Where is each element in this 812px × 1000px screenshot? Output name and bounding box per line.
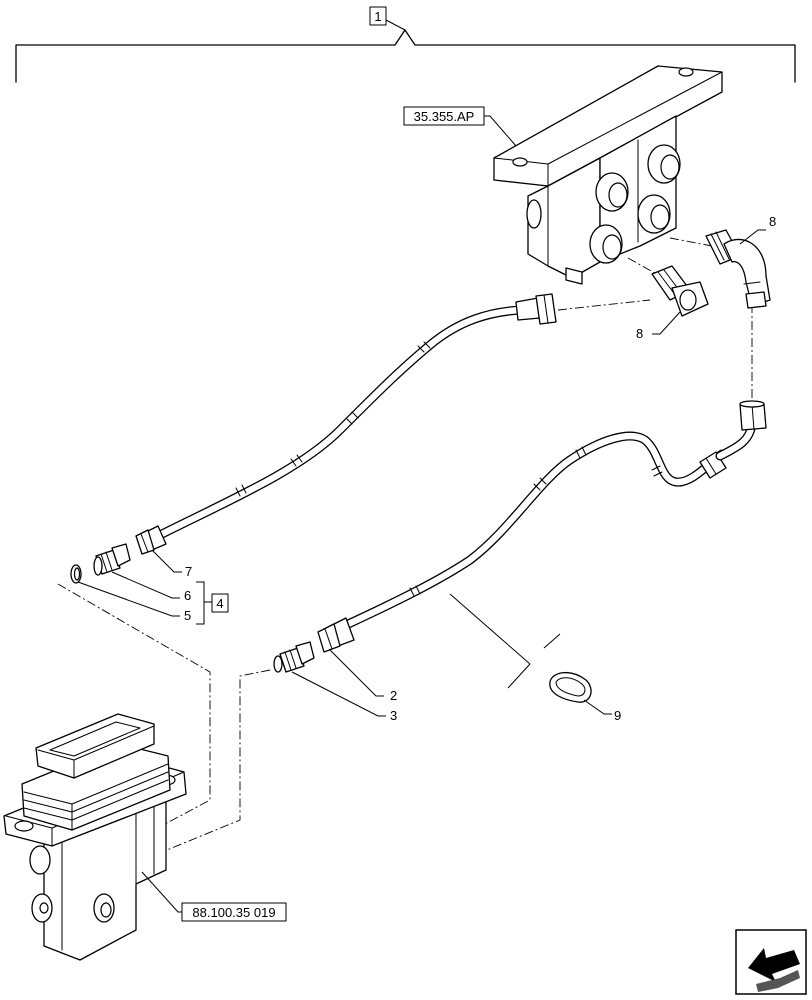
reference-valve-block[interactable]: 35.355.AP [403, 106, 517, 147]
callout-clamp[interactable]: 9 [583, 699, 621, 723]
elbow-fitting-right [705, 229, 771, 309]
elbow-fitting-center [651, 265, 709, 317]
callout-elbow-right-number: 8 [769, 214, 776, 229]
arrow-down-left-icon[interactable] [735, 929, 807, 995]
valve-block [493, 65, 723, 285]
callout-hose-lower[interactable]: 2 [329, 649, 397, 703]
valve-port-2 [647, 144, 681, 184]
reference-pilot-control-label: 88.100.35 019 [192, 905, 275, 920]
callout-adapter-number: 6 [184, 588, 191, 603]
callout-o-ring[interactable]: 5 [77, 581, 191, 623]
clamp-reference-lines [449, 593, 561, 689]
pilot-control [3, 713, 187, 961]
callout-assembly-number: 1 [374, 9, 381, 24]
callout-assembly[interactable]: 1 [369, 6, 406, 31]
callout-elbow-center-number: 8 [636, 326, 643, 341]
callout-elbow-right[interactable]: 8 [739, 214, 776, 245]
callout-adapter[interactable]: 6 [111, 571, 191, 603]
valve-port-1 [595, 172, 629, 212]
callout-lower-adapter[interactable]: 3 [291, 671, 397, 723]
callout-elbow-center[interactable]: 8 [636, 311, 681, 341]
clamp [549, 672, 592, 703]
callout-kit-number: 4 [216, 596, 223, 611]
callout-lower-adapter-number: 3 [390, 708, 397, 723]
kit-bracket[interactable]: 4 [196, 581, 229, 625]
lower-adapter-fitting [273, 641, 315, 673]
reference-valve-block-label: 35.355.AP [414, 109, 475, 124]
callout-hose-upper-number: 7 [185, 564, 192, 579]
reference-pilot-control[interactable]: 88.100.35 019 [141, 871, 287, 922]
valve-port-3 [589, 224, 623, 264]
callout-hose-upper[interactable]: 7 [151, 549, 192, 579]
adapter-fitting [93, 543, 131, 576]
valve-port-4 [637, 194, 671, 234]
callout-o-ring-number: 5 [184, 608, 191, 623]
hose-lower [317, 400, 767, 653]
connection-centerlines [57, 237, 753, 853]
callout-clamp-number: 9 [614, 708, 621, 723]
o-ring [70, 564, 82, 584]
hose-upper [135, 293, 557, 555]
callout-hose-lower-number: 2 [390, 688, 397, 703]
